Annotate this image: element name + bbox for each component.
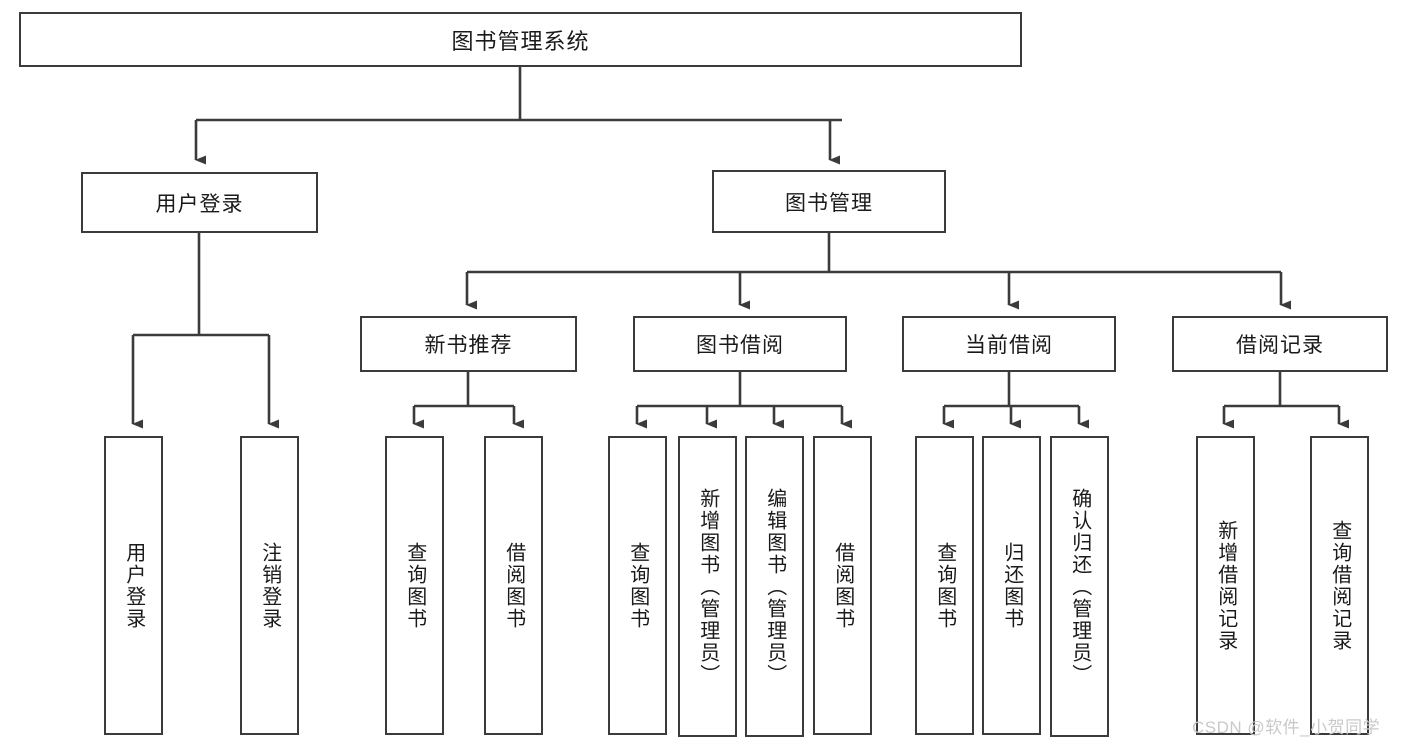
node-label: 查询借阅记录 — [1328, 519, 1351, 652]
leaf-borrow-edit-book-admin[interactable]: 编辑图书（管理员） — [745, 436, 804, 737]
leaf-record-query-record[interactable]: 查询借阅记录 — [1310, 436, 1369, 735]
leaf-login-user-login[interactable]: 用户登录 — [104, 436, 163, 735]
node-label: 归还图书 — [1000, 541, 1023, 630]
node-current-borrow[interactable]: 当前借阅 — [902, 316, 1116, 372]
node-label: 图书管理 — [785, 191, 873, 215]
leaf-current-return-book[interactable]: 归还图书 — [982, 436, 1041, 735]
node-label: 用户登录 — [122, 541, 145, 630]
node-book-borrow[interactable]: 图书借阅 — [633, 316, 847, 372]
node-user-login[interactable]: 用户登录 — [81, 172, 318, 233]
leaf-borrow-add-book-admin[interactable]: 新增图书（管理员） — [678, 436, 737, 737]
leaf-newbook-borrow-book[interactable]: 借阅图书 — [484, 436, 543, 735]
node-label: 查询图书 — [933, 541, 956, 630]
node-label: 当前借阅 — [965, 334, 1053, 357]
leaf-borrow-borrow-book[interactable]: 借阅图书 — [813, 436, 872, 735]
node-label: 编辑图书（管理员） — [763, 487, 786, 686]
node-book-management[interactable]: 图书管理 — [712, 170, 946, 233]
leaf-current-confirm-return-admin[interactable]: 确认归还（管理员） — [1050, 436, 1109, 737]
node-label: 查询图书 — [403, 541, 426, 630]
node-label: 新书推荐 — [424, 334, 513, 357]
node-label: 注销登录 — [258, 541, 281, 630]
node-borrow-record[interactable]: 借阅记录 — [1172, 316, 1388, 372]
leaf-login-logout[interactable]: 注销登录 — [240, 436, 299, 735]
node-label: 借阅图书 — [502, 541, 525, 630]
node-label: 新增图书（管理员） — [696, 487, 719, 686]
watermark: CSDN @软件_小贺同学 — [1192, 718, 1381, 737]
node-label: 图书借阅 — [696, 334, 784, 357]
node-label: 图书管理系统 — [451, 28, 590, 54]
leaf-record-add-record[interactable]: 新增借阅记录 — [1196, 436, 1255, 735]
node-label: 借阅图书 — [831, 541, 854, 630]
node-label: 查询图书 — [626, 541, 649, 630]
leaf-current-query-book[interactable]: 查询图书 — [915, 436, 974, 735]
node-new-book-recommend[interactable]: 新书推荐 — [360, 316, 577, 372]
node-label: 新增借阅记录 — [1214, 519, 1237, 652]
node-label: 确认归还（管理员） — [1068, 487, 1091, 686]
leaf-borrow-query-book[interactable]: 查询图书 — [608, 436, 667, 735]
node-label: 用户登录 — [155, 192, 244, 216]
node-root-system[interactable]: 图书管理系统 — [19, 12, 1022, 67]
leaf-newbook-query-book[interactable]: 查询图书 — [385, 436, 444, 735]
node-label: 借阅记录 — [1236, 334, 1324, 357]
